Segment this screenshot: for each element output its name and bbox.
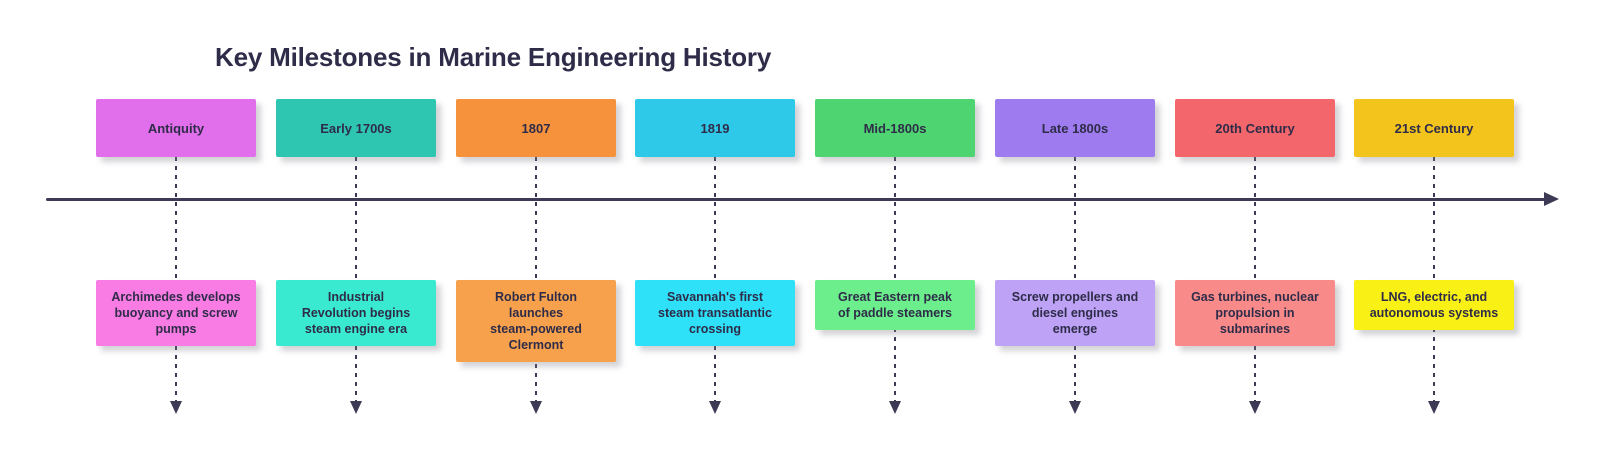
period-label: Mid-1800s [863,120,927,136]
period-box: Late 1800s [995,99,1155,157]
arrow-down-icon [1069,401,1081,414]
timeline-column: Mid-1800s Great Eastern peak of paddle s… [815,99,975,419]
arrow-down-icon [530,401,542,414]
arrow-down-icon [709,401,721,414]
timeline-column: 1819 Savannah's first steam transatlanti… [635,99,795,419]
arrow-down-icon [889,401,901,414]
timeline-column: Late 1800s Screw propellers and diesel e… [995,99,1155,419]
diagram-title: Key Milestones in Marine Engineering His… [215,42,772,72]
period-box: 1819 [635,99,795,157]
arrow-down-icon [170,401,182,414]
timeline-column: Antiquity Archimedes develops buoyancy a… [96,99,256,419]
period-box: 21st Century [1354,99,1514,157]
arrow-down-icon [350,401,362,414]
event-box: Gas turbines, nuclear propulsion in subm… [1175,280,1335,346]
period-label: 21st Century [1394,120,1474,136]
period-box: 20th Century [1175,99,1335,157]
event-box: Robert Fulton launches steam-powered Cle… [456,280,616,362]
axis-arrow-right-icon [1544,192,1559,206]
event-box: LNG, electric, and autonomous systems [1354,280,1514,330]
timeline-column: 1807 Robert Fulton launches steam-powere… [456,99,616,419]
period-box: 1807 [456,99,616,157]
timeline-column: 21st Century LNG, electric, and autonomo… [1354,99,1514,419]
timeline-axis-line [46,198,1546,201]
event-box: Savannah's first steam transatlantic cro… [635,280,795,346]
period-box: Mid-1800s [815,99,975,157]
timeline-column: 20th Century Gas turbines, nuclear propu… [1175,99,1335,419]
period-label: Early 1700s [320,120,392,136]
event-box: Archimedes develops buoyancy and screw p… [96,280,256,346]
event-box: Screw propellers and diesel engines emer… [995,280,1155,346]
event-box: Industrial Revolution begins steam engin… [276,280,436,346]
period-label: Late 1800s [1041,120,1109,136]
arrow-down-icon [1428,401,1440,414]
period-label: 20th Century [1215,120,1295,136]
period-box: Antiquity [96,99,256,157]
period-label: 1807 [521,120,551,136]
period-box: Early 1700s [276,99,436,157]
arrow-down-icon [1249,401,1261,414]
period-label: 1819 [700,120,730,136]
event-box: Great Eastern peak of paddle steamers [815,280,975,330]
timeline-column: Early 1700s Industrial Revolution begins… [276,99,436,419]
period-label: Antiquity [147,120,205,136]
